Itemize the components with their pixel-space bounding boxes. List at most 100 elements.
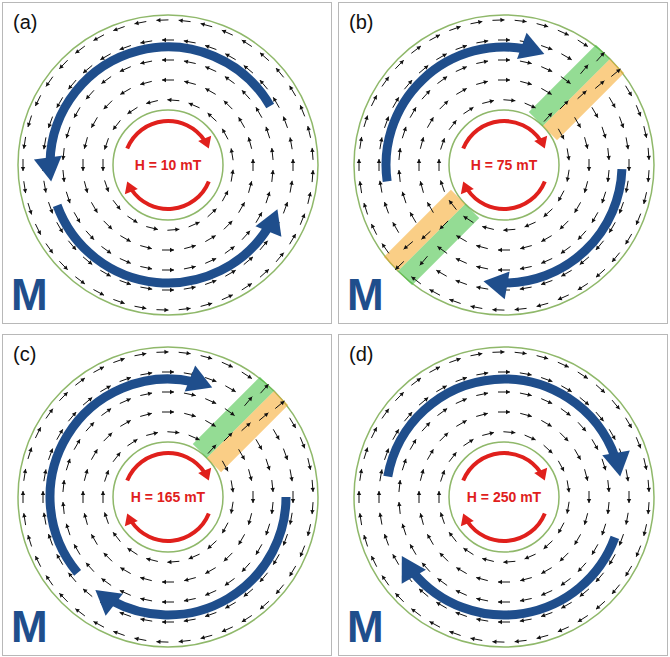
moment-arrow	[93, 35, 104, 41]
moment-arrow-head	[230, 411, 235, 415]
moment-arrow-head	[205, 613, 210, 617]
moment-arrow-head	[63, 392, 67, 396]
moment-arrow-head	[403, 127, 407, 131]
moment-arrow	[205, 568, 215, 574]
moment-arrow	[222, 30, 233, 35]
magnetization-arrow	[503, 169, 622, 283]
moment-arrow	[273, 429, 279, 439]
moment-arrow-head	[208, 302, 212, 306]
moment-arrow-head	[265, 269, 269, 273]
moment-arrow-head	[422, 235, 426, 239]
moment-arrow-head	[93, 621, 98, 625]
moment-arrow-head	[600, 81, 604, 85]
moment-arrow-head	[307, 531, 311, 535]
moment-arrow-head	[148, 371, 152, 375]
moment-arrow	[266, 192, 270, 203]
moment-arrow	[113, 27, 124, 31]
moment-arrow	[578, 40, 588, 47]
moment-arrow-head	[364, 448, 368, 452]
moment-arrow	[541, 258, 552, 263]
moment-arrow-head	[500, 18, 504, 22]
moment-arrow	[422, 422, 430, 431]
moment-arrow	[393, 222, 399, 232]
moment-arrow-head	[527, 81, 531, 85]
moment-arrow	[626, 234, 632, 244]
moment-arrow-head	[208, 545, 212, 549]
moment-arrow	[242, 231, 250, 240]
moment-arrow-head	[393, 554, 397, 559]
moment-arrow	[619, 534, 623, 545]
wall-orange	[543, 59, 624, 140]
moment-arrow-head	[384, 202, 388, 207]
moment-arrow-head	[99, 291, 104, 295]
moment-arrow-head	[108, 433, 112, 437]
moment-arrow	[427, 449, 433, 459]
moment-arrow-head	[547, 422, 552, 426]
moment-arrow-head	[37, 230, 41, 235]
moment-arrow	[575, 449, 581, 459]
moment-arrow-head	[83, 69, 87, 73]
moment-arrow-head	[126, 420, 131, 424]
moment-arrow	[242, 372, 252, 379]
moment-arrow-head	[625, 520, 629, 524]
moment-arrow-head	[424, 397, 428, 401]
moment-arrow-head	[484, 371, 488, 375]
moment-arrow-head	[401, 192, 405, 196]
moment-arrow-head	[541, 570, 546, 574]
moment-arrow	[427, 534, 433, 544]
moment-arrow-head	[83, 589, 87, 593]
moment-arrow-head	[93, 449, 97, 454]
moment-arrow-head	[596, 245, 600, 249]
moment-arrow-head	[506, 410, 510, 414]
moment-arrow-head	[195, 222, 200, 226]
moment-arrow-head	[456, 26, 461, 30]
moment-arrow	[283, 117, 287, 128]
moment-arrow	[558, 191, 564, 202]
moment-arrow	[371, 556, 376, 567]
moment-arrow-head	[619, 541, 623, 546]
moment-arrow	[224, 221, 232, 229]
moment-arrow-head	[247, 375, 252, 379]
moment-arrow	[395, 593, 403, 602]
moment-arrow	[402, 127, 406, 138]
moment-arrow-head	[105, 187, 109, 191]
moment-arrow	[189, 435, 200, 440]
moment-arrow-head	[575, 540, 579, 545]
moment-arrow-head	[359, 137, 363, 141]
moment-arrow-head	[248, 257, 252, 261]
moment-arrow	[440, 101, 448, 109]
ring-outer-edge	[354, 347, 654, 647]
moment-arrow-head	[440, 180, 444, 184]
moment-arrow-head	[311, 488, 315, 492]
moment-arrow-head	[100, 56, 105, 60]
field-arrow	[127, 453, 205, 481]
moment-arrow	[456, 568, 466, 574]
moment-arrow-head	[426, 422, 430, 426]
moment-arrow	[28, 535, 32, 546]
moment-arrow-head	[135, 21, 139, 25]
moment-arrow-head	[35, 556, 39, 561]
moment-arrow-head	[498, 268, 502, 272]
moment-arrow-head	[140, 61, 144, 65]
moment-arrow-head	[577, 455, 581, 460]
moment-arrow	[208, 113, 217, 121]
moment-arrow	[612, 585, 620, 594]
moment-arrow-head	[230, 170, 234, 174]
moment-arrow-head	[440, 553, 444, 557]
moment-arrow-head	[246, 231, 250, 235]
moment-arrow	[28, 116, 32, 127]
moment-arrow-head	[104, 145, 108, 149]
moment-arrow-head	[88, 260, 92, 264]
moment-arrow-head	[627, 499, 631, 503]
moment-arrow-head	[625, 145, 629, 149]
moment-arrow-head	[266, 192, 270, 196]
moment-arrow-head	[135, 637, 139, 641]
moment-arrow	[456, 236, 466, 242]
moment-arrow	[205, 88, 215, 94]
moment-arrow-head	[575, 208, 579, 213]
moment-arrow-head	[520, 618, 524, 622]
moment-arrow	[560, 221, 568, 229]
moment-arrow-head	[601, 199, 605, 203]
moment-arrow-head	[230, 488, 234, 492]
moment-arrow-head	[49, 209, 53, 214]
